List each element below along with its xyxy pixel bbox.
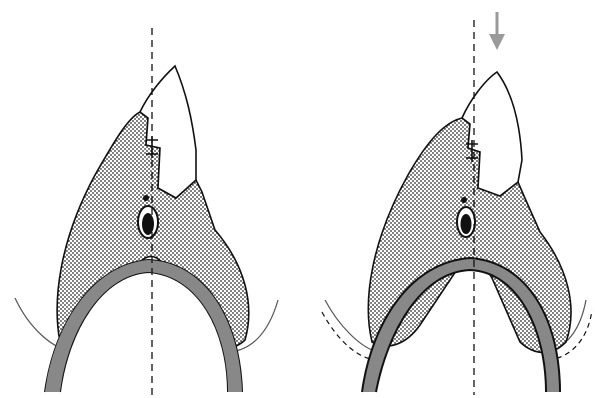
root-canal-right-top — [461, 197, 467, 203]
root-canal-right-inner — [461, 214, 472, 234]
gum-outline-right — [325, 300, 372, 350]
down-arrow-icon — [489, 12, 505, 50]
root-canal-left-top — [143, 195, 149, 201]
panel-left — [15, 28, 278, 395]
panel-right — [322, 12, 592, 395]
